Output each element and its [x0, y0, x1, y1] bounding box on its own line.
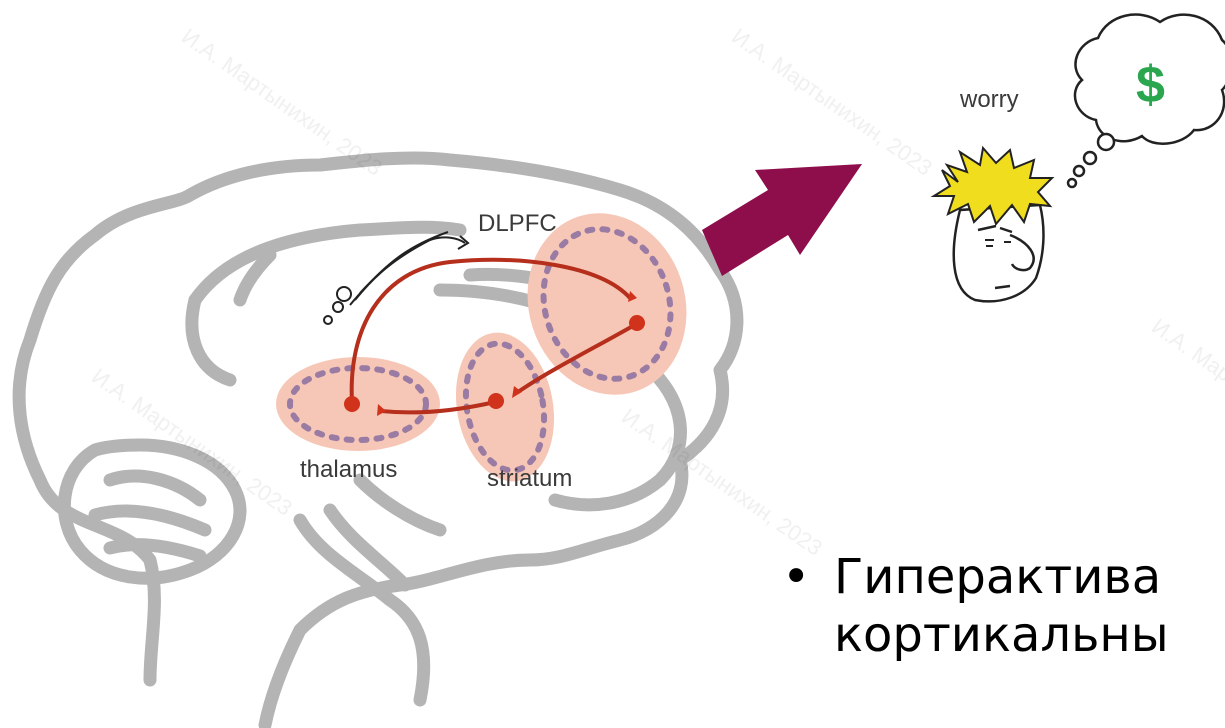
dollar-sign: $ — [1136, 56, 1165, 114]
signal-waves-icon — [324, 232, 468, 324]
bullet-line-1: •Гиперактива — [782, 548, 1225, 606]
bullet-line-2: кортикальны — [782, 606, 1225, 664]
label-thalamus: thalamus — [300, 456, 397, 483]
worried-face-icon — [934, 148, 1052, 301]
svg-text:И.А. Мартынихин, 2023: И.А. Мартынихин, 2023 — [727, 24, 937, 181]
bullet-marker: • — [782, 548, 834, 606]
label-striatum: striatum — [487, 465, 572, 492]
svg-text:И.А. Мартынихин, 2023: И.А. Мартынихин, 2023 — [177, 24, 387, 181]
big-arrow-icon — [702, 164, 862, 276]
label-dlpfc: DLPFC — [478, 210, 557, 237]
bullet-line-1-text: Гиперактива — [834, 549, 1161, 605]
bullet-text: •Гиперактива кортикальны — [782, 548, 1225, 728]
svg-text:И.А. Мартынихин, 2023: И.А. Мартынихин, 2023 — [1147, 314, 1225, 471]
label-worry: worry — [959, 86, 1019, 113]
